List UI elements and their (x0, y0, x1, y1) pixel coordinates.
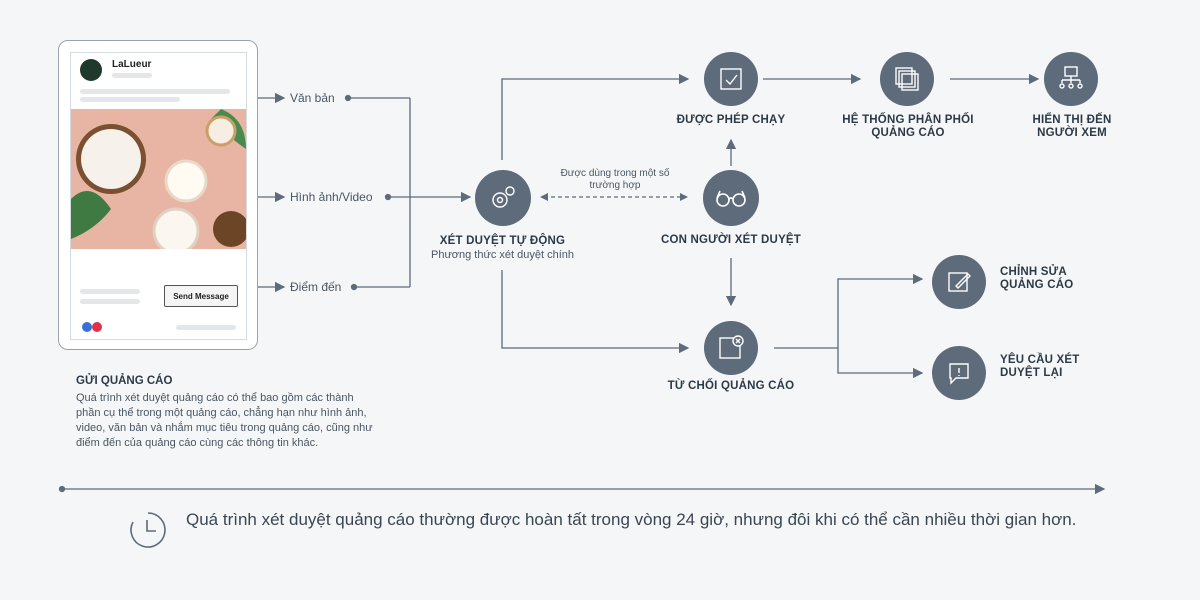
submit-heading: GỬI QUẢNG CÁO (76, 375, 173, 387)
human-review-node (703, 170, 759, 226)
edit-label: CHỈNH SỬA QUẢNG CÁO (1000, 266, 1074, 291)
human-review-label: CON NGƯỜI XÉT DUYỆT (660, 234, 802, 246)
product-image (71, 109, 246, 249)
placeholder-line (80, 97, 180, 102)
edit-icon (948, 272, 971, 292)
submit-description: Quá trình xét duyệt quảng cáo có thể bao… (76, 392, 373, 449)
request-review-node (932, 346, 986, 400)
auto-review-label: XÉT DUYỆT TỰ ĐỘNG (439, 235, 566, 247)
delivery-node (880, 52, 934, 106)
placeholder-line (176, 325, 236, 330)
approved-check-icon (720, 68, 742, 90)
placeholder-line (80, 89, 230, 94)
human-review-note: Được dùng trong một số trường hợp (560, 168, 670, 191)
placeholder-line (80, 289, 140, 294)
component-media: Hình ảnh/Video (290, 190, 373, 204)
component-destination: Điểm đến (290, 280, 342, 294)
auto-review-sublabel: Phương thức xét duyệt chính (430, 249, 575, 261)
gear-icon (492, 186, 515, 208)
send-message-button[interactable]: Send Message (164, 285, 238, 307)
speech-bubble-icon (949, 363, 969, 385)
ad-delivery-icon (895, 67, 919, 91)
request-review-label: YÊU CẦU XÉT DUYỆT LẠI (1000, 354, 1080, 379)
rejected-icon (719, 335, 744, 359)
approved-label: ĐƯỢC PHÉP CHẠY (676, 114, 786, 126)
rejected-label: TỪ CHỐI QUẢNG CÁO (667, 380, 795, 392)
love-icon (92, 322, 102, 332)
auto-review-node (475, 170, 531, 226)
audience-icon (1059, 66, 1083, 89)
brand-avatar (80, 59, 102, 81)
clock-icon (130, 512, 166, 548)
rejected-node (704, 321, 758, 375)
approved-node (704, 52, 758, 106)
shown-label: HIỂN THỊ ĐẾN NGƯỜI XEM (1032, 114, 1112, 139)
placeholder-line (112, 73, 152, 78)
edit-node (932, 255, 986, 309)
shown-node (1044, 52, 1098, 106)
like-icon (82, 322, 92, 332)
brand-name: LaLueur (112, 59, 152, 70)
component-text: Văn bản (290, 91, 335, 105)
glasses-icon (716, 190, 746, 207)
placeholder-line (80, 299, 140, 304)
delivery-label: HỆ THỐNG PHÂN PHỐI QUẢNG CÁO (842, 114, 974, 139)
footer-note: Quá trình xét duyệt quảng cáo thường đượ… (186, 510, 1077, 529)
